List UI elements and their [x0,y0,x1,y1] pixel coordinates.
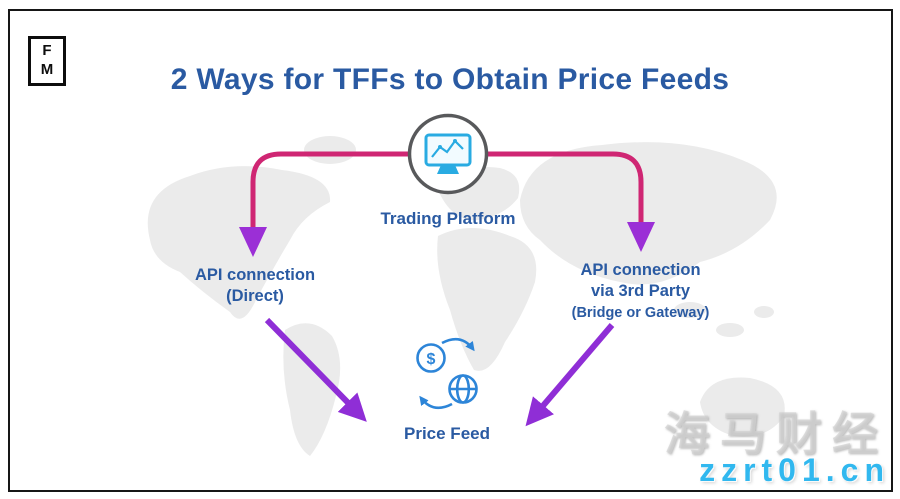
exchange-arrow-bottom-icon [419,395,453,410]
api-third-party-label: API connection via 3rd Party (Bridge or … [533,260,748,324]
watermark-site: zzrt01.cn [699,452,890,488]
api-direct-line1: API connection [194,266,316,284]
fm-logo: F M [28,36,66,86]
trading-platform-icon [407,113,489,195]
chart-line-icon [431,139,464,158]
arrow-direct-to-pricefeed-icon [264,317,367,422]
connector-left-arrowhead-icon [239,227,267,257]
api-third-party-line3: (Bridge or Gateway) [571,305,710,321]
watermark-brand: 海马财经 [664,408,888,460]
price-feed-label: Price Feed [404,424,490,443]
connector-left-line [250,151,408,229]
chart-dot-icon [453,139,457,143]
dollar-sign: $ [427,351,436,368]
arrow-3rdparty-to-pricefeed-icon [525,323,615,427]
connector-right-line [488,151,644,224]
connector-right-arrowhead-icon [627,222,655,252]
dollar-coin-icon [416,343,446,373]
diagram-title: 2 Ways for TFFs to Obtain Price Feeds [170,63,730,96]
trading-platform-label: Trading Platform [380,209,516,228]
monitor-stand-icon [437,165,459,174]
connector-right [488,151,655,252]
price-feed-icon: $ [416,337,478,410]
api-third-party-line2: via 3rd Party [590,282,691,300]
api-third-party-line1: API connection [580,261,701,279]
connector-left [239,151,408,257]
fm-logo-letter-m: M [40,61,54,78]
fm-logo-letter-f: F [42,42,52,60]
api-direct-line2: (Direct) [226,287,284,305]
api-direct-label: API connection (Direct) [150,265,360,307]
exchange-arrow-top-icon [441,337,475,352]
chart-dot-icon [438,145,442,149]
